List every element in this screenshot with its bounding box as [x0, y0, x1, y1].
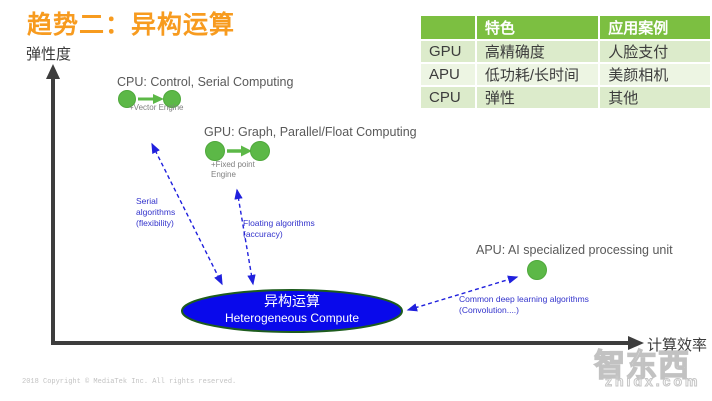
deep-learning-arrow	[406, 275, 519, 312]
floating-algorithms-arrow	[234, 188, 256, 286]
floating-algorithms-note: Floating algorithms (accuracy)	[243, 218, 315, 239]
x-axis-label: 计算效率	[647, 337, 708, 354]
row-case: 其他	[600, 87, 710, 108]
table-row: CPU 弹性 其他	[421, 87, 710, 108]
cpu-node-label: CPU: Control, Serial Computing	[117, 75, 294, 89]
heterogeneous-compute-ellipse	[181, 289, 403, 333]
row-feature: 高精确度	[476, 41, 599, 62]
table-row: GPU 高精确度 人脸支付	[421, 41, 710, 62]
gpu-node	[205, 141, 270, 161]
y-axis-label: 弹性度	[26, 46, 72, 63]
gpu-node-sublabel: +Fixed point Engine	[211, 160, 255, 179]
copyright-text: 2018 Copyright © MediaTek Inc. All right…	[22, 378, 237, 386]
x-axis-arrowhead-icon	[628, 336, 644, 350]
apu-node	[527, 260, 547, 280]
comparison-table: 特色 应用案例 GPU 高精确度 人脸支付 APU 低功耗/长时间 美颜相机 C…	[419, 14, 712, 110]
table-header-feature: 特色	[476, 16, 599, 39]
zhidx-watermark-url: zhidx.com	[604, 373, 701, 390]
row-case: 人脸支付	[600, 41, 710, 62]
row-feature: 低功耗/长时间	[476, 64, 599, 85]
apu-node-label: APU: AI specialized processing unit	[476, 243, 673, 257]
heterogeneous-compute-label: 异构运算 Heterogeneous Compute	[182, 292, 402, 326]
gpu-node-label: GPU: Graph, Parallel/Float Computing	[204, 125, 417, 139]
row-name: GPU	[421, 41, 475, 62]
table-header-blank	[421, 16, 475, 39]
heterogeneous-compute-label-en: Heterogeneous Compute	[224, 311, 360, 325]
row-case: 美颜相机	[600, 64, 710, 85]
row-name: APU	[421, 64, 475, 85]
serial-algorithms-arrow	[151, 142, 223, 286]
zhidx-watermark-logo: 智东西	[593, 347, 690, 383]
table-header-case: 应用案例	[600, 16, 710, 39]
y-axis-arrowhead-icon	[46, 64, 60, 79]
row-feature: 弹性	[476, 87, 599, 108]
cpu-node	[118, 90, 181, 108]
heterogeneous-compute-label-zh: 异构运算	[264, 293, 320, 309]
cpu-node-sublabel: +Vector Engine	[129, 103, 184, 112]
slide-title: 趋势二：异构运算	[27, 11, 236, 39]
table-header-row: 特色 应用案例	[421, 16, 710, 39]
deep-learning-note: Common deep learning algorithms (Convolu…	[459, 294, 589, 315]
row-name: CPU	[421, 87, 475, 108]
serial-algorithms-note: Serial algorithms (flexibility)	[136, 196, 176, 228]
table-row: APU 低功耗/长时间 美颜相机	[421, 64, 710, 85]
